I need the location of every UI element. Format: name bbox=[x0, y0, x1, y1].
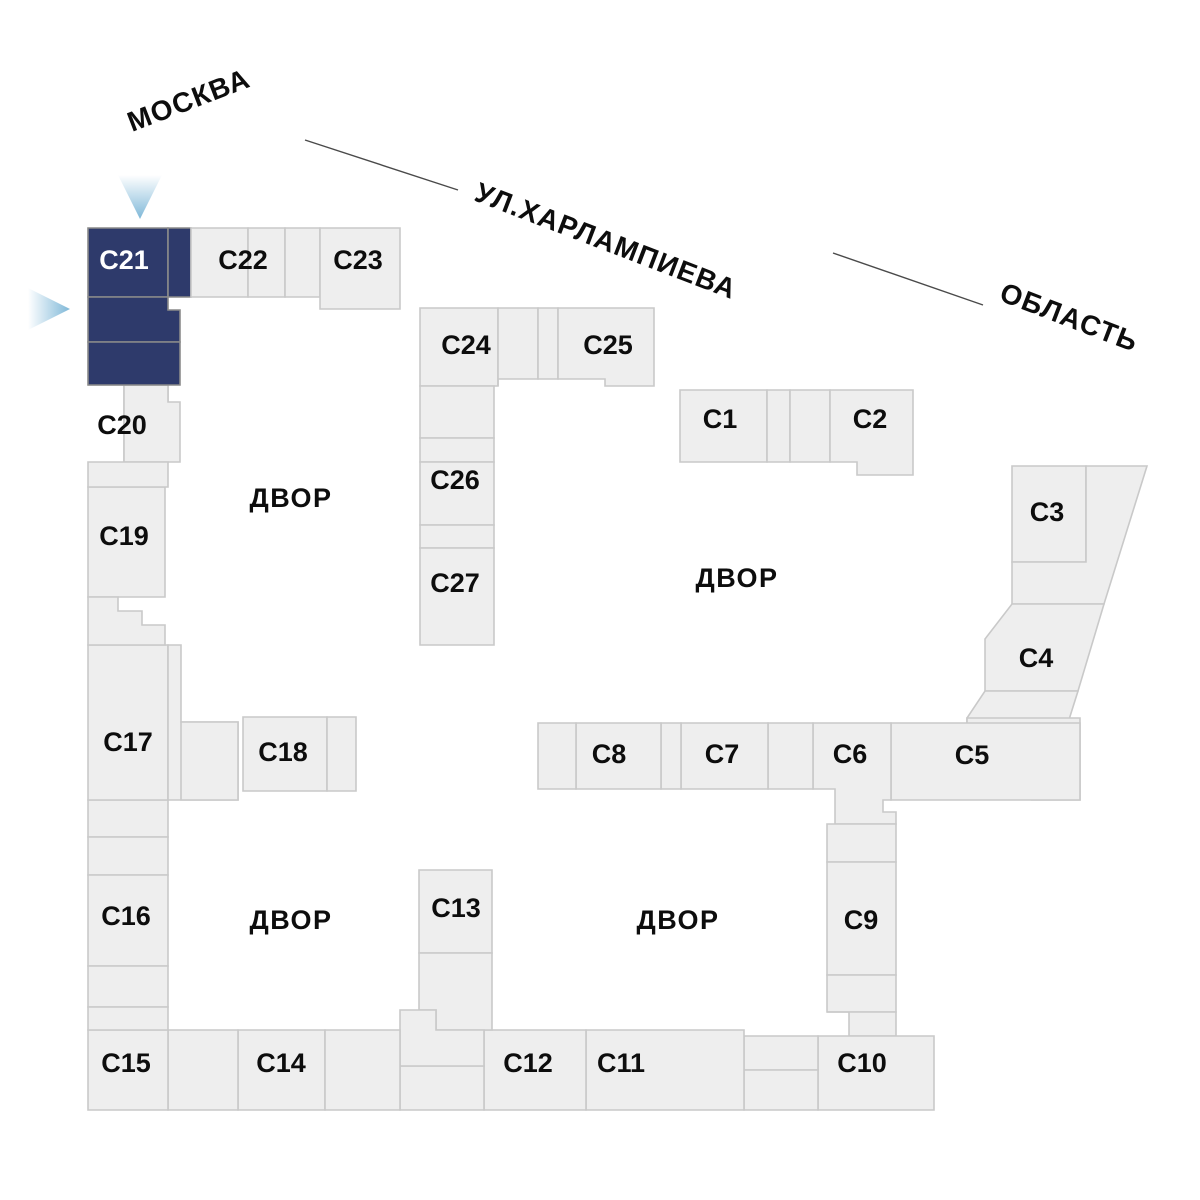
building-block-C5main[interactable] bbox=[890, 722, 1081, 801]
direction-markers-layer bbox=[28, 175, 162, 330]
building-block-C16a[interactable] bbox=[87, 799, 169, 838]
arrow-west bbox=[28, 288, 70, 330]
street-oblast: ОБЛАСТЬ bbox=[996, 277, 1143, 358]
building-block-C26c[interactable] bbox=[419, 524, 495, 549]
building-block-C1b[interactable] bbox=[766, 389, 791, 463]
courtyard-labels-layer: ДВОР ДВОР ДВОР ДВОР bbox=[249, 483, 778, 935]
leader-moskva-harlampieva bbox=[304, 139, 459, 191]
building-block-C17c[interactable] bbox=[180, 721, 239, 801]
building-block-C24b[interactable] bbox=[497, 307, 539, 386]
yard-north-west: ДВОР bbox=[249, 483, 332, 513]
yard-south-west: ДВОР bbox=[249, 905, 332, 935]
arrow-north bbox=[118, 175, 162, 219]
building-block-C21d[interactable] bbox=[87, 341, 181, 386]
building-block-C6[interactable] bbox=[812, 722, 897, 825]
building-block-C22b[interactable] bbox=[247, 227, 286, 298]
building-block-C26[interactable] bbox=[419, 461, 495, 526]
building-block-C18[interactable] bbox=[242, 716, 328, 792]
building-block-C17[interactable] bbox=[87, 644, 169, 801]
leader-harlampieva-oblast bbox=[832, 252, 984, 306]
building-block-C24c[interactable] bbox=[537, 307, 559, 380]
building-block-C20b[interactable] bbox=[123, 384, 181, 463]
street-leader-lines bbox=[304, 139, 984, 306]
building-block-C26a[interactable] bbox=[419, 385, 495, 439]
building-block-C2[interactable] bbox=[829, 389, 914, 476]
yard-south-east: ДВОР bbox=[636, 905, 719, 935]
building-block-C23[interactable] bbox=[319, 227, 401, 310]
building-block-C11[interactable] bbox=[585, 1029, 745, 1111]
building-block-C10[interactable] bbox=[817, 1035, 935, 1111]
building-block-C9a[interactable] bbox=[826, 823, 897, 863]
building-block-C22c[interactable] bbox=[284, 227, 321, 298]
building-block-C4[interactable] bbox=[984, 603, 1106, 692]
building-block-C8b[interactable] bbox=[537, 722, 577, 790]
building-block-C16c[interactable] bbox=[87, 965, 169, 1008]
building-block-C8[interactable] bbox=[575, 722, 662, 790]
building-blocks-layer bbox=[87, 227, 1149, 1111]
building-block-C9[interactable] bbox=[826, 861, 897, 976]
building-block-C22[interactable] bbox=[190, 227, 249, 298]
building-block-C6b[interactable] bbox=[767, 722, 814, 790]
building-block-C20c[interactable] bbox=[87, 461, 169, 488]
building-block-C21b[interactable] bbox=[167, 227, 192, 298]
building-block-C12[interactable] bbox=[483, 1029, 587, 1111]
building-block-C14[interactable] bbox=[237, 1029, 326, 1111]
building-block-C15[interactable] bbox=[87, 1029, 169, 1111]
building-block-C19[interactable] bbox=[87, 486, 166, 598]
street-harlampieva: УЛ.ХАРЛАМПИЕВА bbox=[471, 177, 741, 305]
building-block-C13c[interactable] bbox=[399, 1009, 485, 1067]
building-block-C16d[interactable] bbox=[87, 1006, 169, 1031]
building-block-C27[interactable] bbox=[419, 547, 495, 646]
building-block-C14c[interactable] bbox=[167, 1029, 239, 1111]
building-block-C1c[interactable] bbox=[789, 389, 831, 463]
street-moskva: МОСКВА bbox=[123, 63, 254, 138]
building-block-C21[interactable] bbox=[87, 227, 169, 298]
building-block-C14b[interactable] bbox=[324, 1029, 401, 1111]
building-block-C26b[interactable] bbox=[419, 437, 495, 463]
building-block-C25[interactable] bbox=[557, 307, 655, 387]
building-block-C9c[interactable] bbox=[827, 1011, 897, 1037]
building-block-C7b[interactable] bbox=[660, 722, 682, 790]
building-block-C12b[interactable] bbox=[399, 1065, 485, 1111]
building-block-C10c[interactable] bbox=[743, 1069, 819, 1111]
building-block-C1[interactable] bbox=[679, 389, 768, 463]
building-block-C16b[interactable] bbox=[87, 836, 169, 876]
building-block-C21c[interactable] bbox=[87, 296, 181, 343]
building-block-C10b[interactable] bbox=[743, 1035, 819, 1071]
building-block-C13[interactable] bbox=[418, 869, 493, 954]
building-block-C7[interactable] bbox=[680, 722, 769, 790]
yard-north-east: ДВОР bbox=[695, 563, 778, 593]
building-block-C3[interactable] bbox=[1011, 465, 1087, 563]
building-block-C24[interactable] bbox=[419, 307, 499, 387]
building-block-C16[interactable] bbox=[87, 874, 169, 967]
building-block-C18b[interactable] bbox=[326, 716, 357, 792]
building-block-C19b[interactable] bbox=[87, 596, 166, 646]
building-block-C9b[interactable] bbox=[826, 974, 897, 1013]
